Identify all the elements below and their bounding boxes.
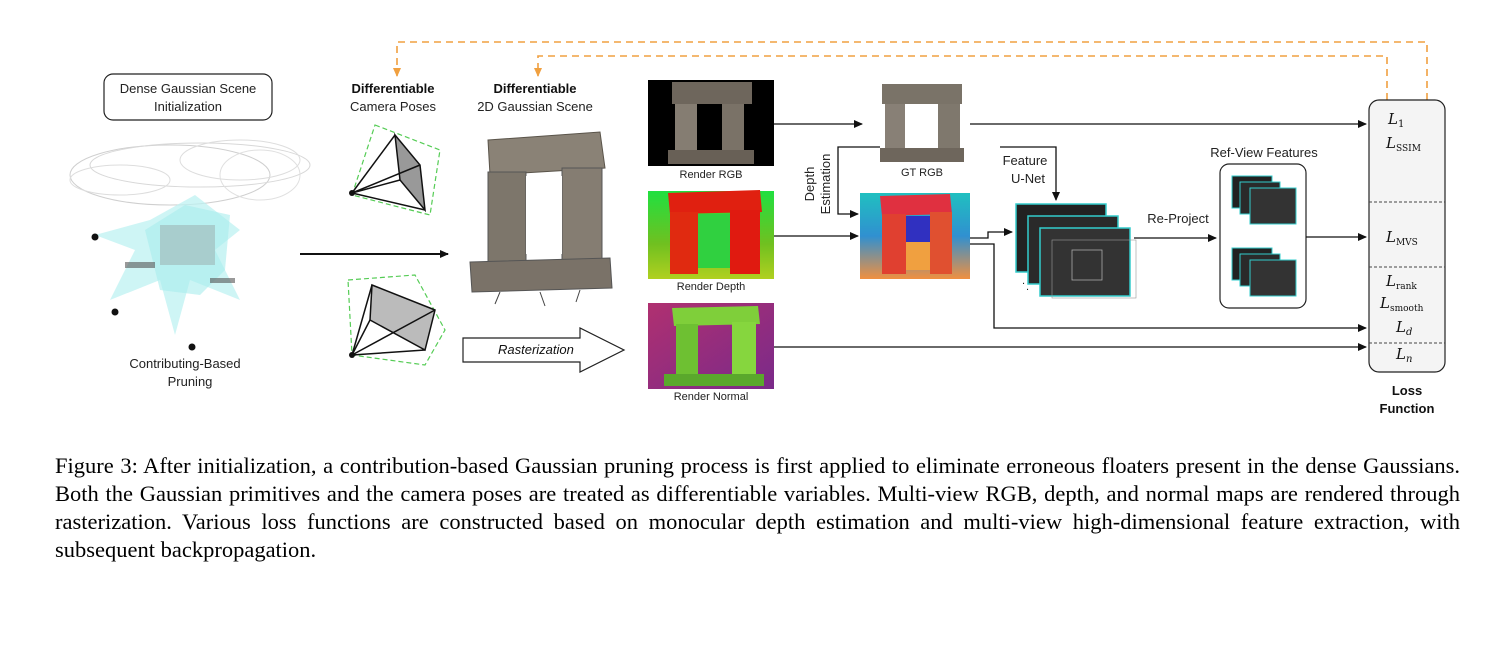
camera-frustum-top (349, 124, 441, 216)
loss-l1: L1 (1387, 110, 1404, 130)
cam-poses-subtitle: Camera Poses (350, 99, 436, 114)
render-rgb-image (648, 80, 774, 166)
pruning-line2: Pruning (168, 374, 213, 389)
reproject-label: Re-Project (1147, 211, 1209, 226)
render-depth-image (648, 190, 774, 279)
render-depth-label: Render Depth (677, 281, 746, 293)
loss-ssim: LSSIM (1385, 134, 1421, 154)
depth-est-line1: Depth (802, 167, 817, 202)
feature-unet-line2: U-Net (1011, 171, 1045, 186)
init-box (103, 73, 273, 121)
svg-text:.: . (1026, 281, 1029, 293)
flow-arrows (774, 120, 1367, 351)
loss-function-line1: Loss (1392, 383, 1422, 398)
loss-d: Ld (1395, 318, 1412, 338)
pruning-line1: Contributing-Based (129, 356, 240, 371)
render-rgb-label: Render RGB (680, 169, 743, 181)
figure-caption: Figure 3: After initialization, a contri… (55, 453, 1460, 562)
scene-subtitle: 2D Gaussian Scene (477, 99, 593, 114)
stone-arch-scene (469, 131, 613, 307)
depth-est-line2: Estimation (818, 154, 833, 215)
refview-label: Ref-View Features (1210, 145, 1318, 160)
feedback-dashed-arrows (393, 41, 1428, 100)
feature-unet-line1: Feature (1003, 153, 1048, 168)
rasterization-arrow (462, 327, 626, 373)
render-normal-image (648, 303, 774, 389)
render-normal-label: Render Normal (674, 391, 749, 403)
camera-frustum-bottom (347, 274, 446, 366)
refview-features-top (1231, 175, 1297, 225)
init-box-line2: Initialization (154, 99, 222, 114)
loss-smooth: Lsmooth (1379, 294, 1424, 314)
dense-gaussian-cloud (69, 139, 311, 351)
rasterization-label: Rasterization (498, 342, 574, 357)
feature-ellipsis: . (1022, 275, 1025, 287)
loss-column (1368, 99, 1446, 373)
scene-title: Differentiable (493, 81, 576, 96)
init-box-line1: Dense Gaussian Scene (120, 81, 257, 96)
loss-n: Ln (1395, 345, 1412, 365)
loss-function-line2: Function (1380, 401, 1435, 416)
refview-features-bottom (1231, 247, 1297, 297)
cam-poses-title: Differentiable (351, 81, 434, 96)
loss-rank: Lrank (1385, 272, 1417, 292)
feature-maps-stack: . . (1015, 203, 1137, 299)
pipeline-diagram: Dense Gaussian Scene Initialization Cont… (69, 41, 1446, 416)
loss-mvs: LMVS (1385, 228, 1418, 248)
gt-rgb-image (880, 82, 964, 164)
gt-rgb-label: GT RGB (901, 167, 943, 179)
estimated-depth-image (860, 193, 970, 279)
